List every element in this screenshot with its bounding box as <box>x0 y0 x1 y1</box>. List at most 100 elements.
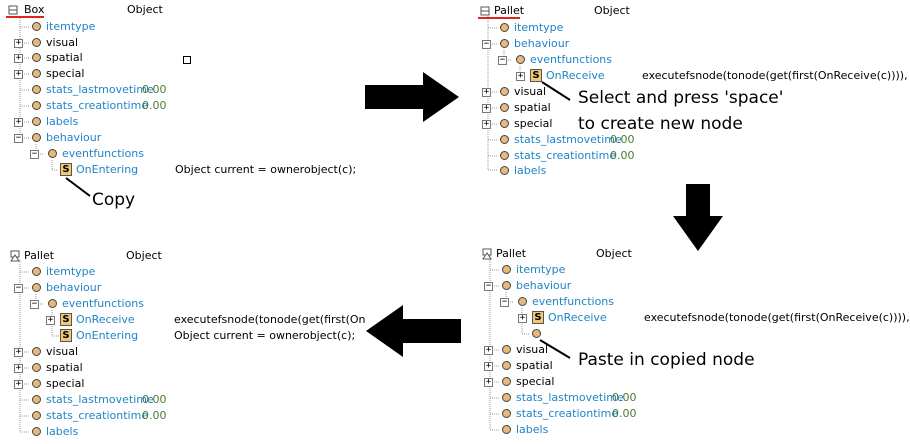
arrow-right-icon <box>365 72 459 122</box>
collapse-icon[interactable]: − <box>14 133 23 143</box>
ball-icon <box>48 299 57 308</box>
small-square-marker <box>183 56 191 64</box>
ball-icon <box>500 39 509 48</box>
ball-icon <box>500 103 509 112</box>
value-stats-creationtime: 0.00 <box>142 99 167 112</box>
ball-icon <box>500 87 509 96</box>
collapse-icon[interactable]: − <box>500 297 509 307</box>
node-label: OnReceive <box>76 313 135 326</box>
ball-icon <box>500 135 509 144</box>
collapse-icon[interactable]: − <box>482 39 491 49</box>
expand-icon[interactable]: + <box>482 103 491 113</box>
node-label: labels <box>516 423 549 436</box>
ball-icon <box>502 409 511 418</box>
value-onreceive: executefsnode(tonode(get(first(OnReceive… <box>642 69 910 82</box>
node-label: stats_creationtime <box>516 407 619 420</box>
root-label: Pallet <box>494 4 525 17</box>
ball-icon <box>32 347 41 356</box>
collapse-icon[interactable]: − <box>498 55 507 65</box>
node-label: spatial <box>514 101 551 114</box>
object-header: Object <box>126 249 162 262</box>
script-s-icon: S <box>60 313 72 326</box>
ball-icon <box>32 427 41 436</box>
script-s-icon: S <box>532 311 544 324</box>
ball-icon <box>32 283 41 292</box>
collapse-icon[interactable]: − <box>484 281 493 291</box>
ball-icon <box>502 377 511 386</box>
node-label: stats_lastmovetime <box>516 391 624 404</box>
node-label: OnEntering <box>76 329 139 342</box>
node-label: visual <box>46 345 79 358</box>
ball-icon <box>32 379 41 388</box>
ball-icon <box>32 411 41 420</box>
collapse-icon[interactable]: − <box>14 283 23 293</box>
tree-panel-box: Box Object itemtype + visual + spatial +… <box>0 0 360 220</box>
value-onentering: Object current = ownerobject(c); <box>175 163 357 176</box>
expand-icon[interactable]: + <box>46 315 55 325</box>
value-stats-creationtime: 0.00 <box>612 407 637 420</box>
root-label: Pallet <box>24 249 55 262</box>
expand-icon[interactable]: + <box>14 363 23 373</box>
value-stats-creationtime: 0.00 <box>142 409 167 422</box>
expand-icon[interactable]: + <box>14 69 23 79</box>
node-label: labels <box>514 164 547 177</box>
expand-icon[interactable]: + <box>518 313 527 323</box>
value-stats-creationtime: 0.00 <box>610 149 635 162</box>
select-annotation-line1: Select and press 'space' <box>578 88 784 108</box>
script-s-icon: S <box>530 69 542 82</box>
object-header: Object <box>127 3 163 16</box>
node-label: itemtype <box>46 265 96 278</box>
collapse-icon[interactable]: − <box>30 149 39 159</box>
expand-icon[interactable]: + <box>516 71 525 81</box>
expand-icon[interactable]: + <box>14 53 23 63</box>
ball-icon <box>500 151 509 160</box>
expand-icon[interactable]: + <box>482 119 491 129</box>
expand-icon[interactable]: + <box>484 361 493 371</box>
node-label: stats_lastmovetime <box>46 83 154 96</box>
copy-annotation: Copy <box>92 190 136 210</box>
node-label: itemtype <box>514 21 564 34</box>
ball-icon <box>32 38 41 47</box>
ball-icon <box>32 117 41 126</box>
expand-icon[interactable]: + <box>482 87 491 97</box>
value-onreceive: executefsnode(tonode(get(first(On <box>174 313 366 326</box>
ball-icon <box>32 85 41 94</box>
expand-icon[interactable]: + <box>14 117 23 127</box>
root-node-icon <box>10 250 22 262</box>
expand-icon[interactable]: + <box>484 345 493 355</box>
node-label: itemtype <box>46 20 96 33</box>
ball-icon <box>32 267 41 276</box>
script-s-icon: S <box>60 329 72 342</box>
node-label: spatial <box>46 51 83 64</box>
ball-icon <box>502 425 511 434</box>
collapse-icon[interactable]: − <box>30 299 39 309</box>
value-stats-lastmovetime: 0.00 <box>142 393 167 406</box>
node-label: OnEntering <box>76 163 139 176</box>
tree-panel-pallet-step2: Pallet Object itemtype − behaviour − eve… <box>470 0 910 190</box>
node-label: spatial <box>46 361 83 374</box>
expand-icon[interactable]: + <box>484 377 493 387</box>
object-header: Object <box>594 4 630 17</box>
expand-icon[interactable]: + <box>14 38 23 48</box>
red-underline <box>478 17 520 19</box>
ball-icon <box>32 133 41 142</box>
ball-icon <box>502 345 511 354</box>
root-node-icon <box>8 5 18 15</box>
ball-icon <box>32 69 41 78</box>
red-underline <box>6 16 44 18</box>
paste-annotation: Paste in copied node <box>578 350 755 370</box>
ball-icon <box>500 119 509 128</box>
ball-icon <box>502 393 511 402</box>
node-label: eventfunctions <box>532 295 614 308</box>
ball-icon <box>518 297 527 306</box>
node-label: behaviour <box>46 281 102 294</box>
expand-icon[interactable]: + <box>14 379 23 389</box>
node-label: special <box>514 117 553 130</box>
ball-icon <box>532 329 541 338</box>
node-label: stats_creationtime <box>514 149 617 162</box>
ball-icon <box>32 101 41 110</box>
node-label: OnReceive <box>546 69 605 82</box>
node-label: stats_lastmovetime <box>46 393 154 406</box>
ball-icon <box>32 363 41 372</box>
expand-icon[interactable]: + <box>14 347 23 357</box>
